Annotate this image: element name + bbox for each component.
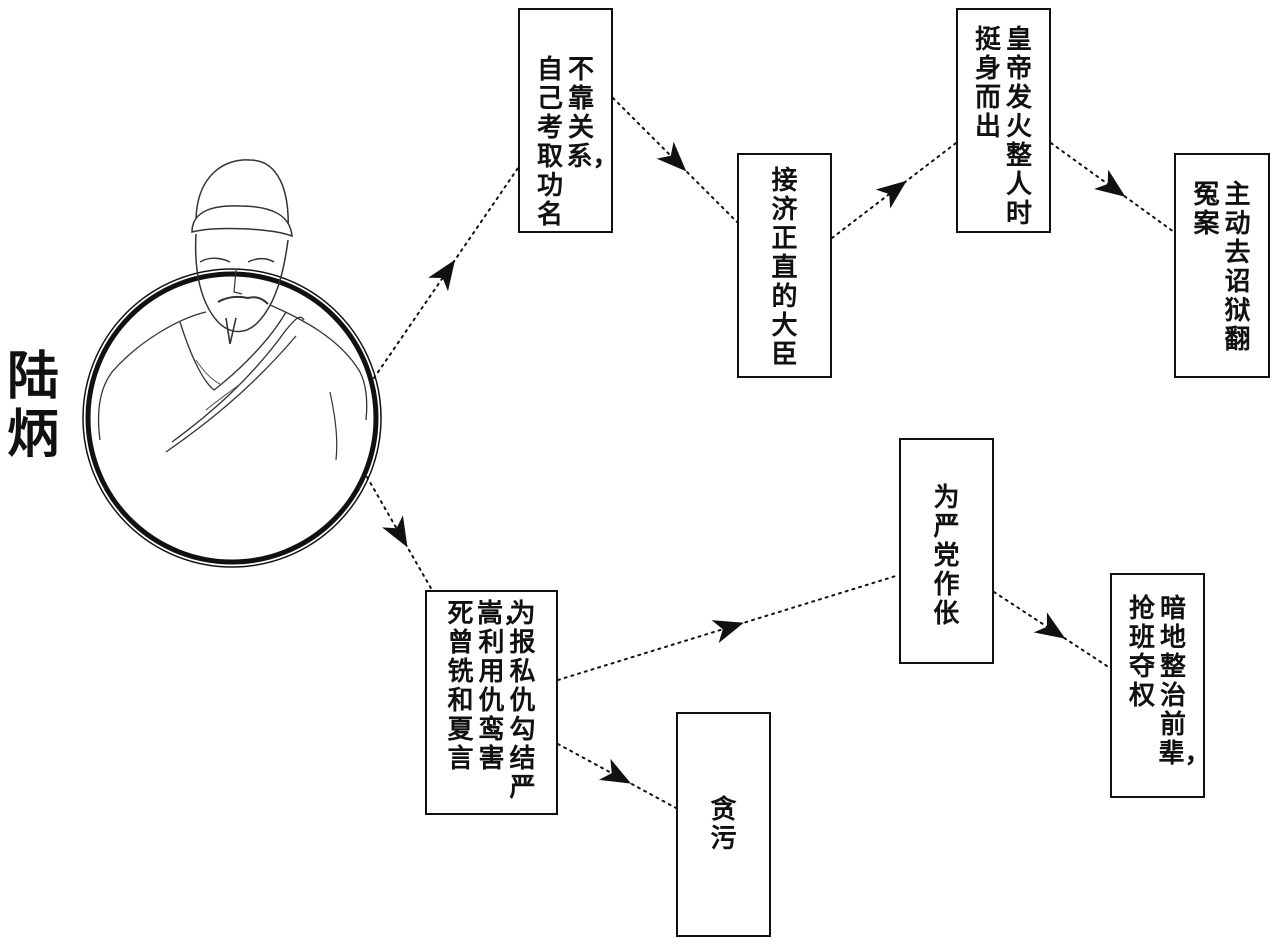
node-text-line: 自己考取功名 <box>536 55 563 230</box>
node-text-line: 为报私仇勾结严 <box>509 599 536 803</box>
arrowhead-n2-n3 <box>875 180 907 209</box>
edge-n1-n2 <box>612 97 738 223</box>
node-n3: 皇帝发火整人时挺身而出 <box>956 8 1051 233</box>
node-text-line: 挺身而出 <box>974 25 1001 142</box>
node-n5: 为报私仇勾结严嵩，利用仇鸾害死曾铣和夏言 <box>425 590 558 815</box>
edge-n5-n8 <box>557 743 677 809</box>
node-text-line: 死曾铣和夏言 <box>447 599 474 774</box>
node-text-line: 接济正直的大臣 <box>771 166 798 370</box>
arrowhead-n5-n8 <box>598 758 632 784</box>
node-text-line: 暗地整治前辈， <box>1158 594 1211 769</box>
edge-n3-n4 <box>1050 142 1175 233</box>
portrait-figure <box>82 159 382 568</box>
node-n1: 不靠关系，自己考取功名 <box>518 8 619 233</box>
arrowhead-n5-n6 <box>711 620 744 644</box>
node-text-line: 贪污 <box>710 795 737 854</box>
node-n8: 贪污 <box>676 712 771 937</box>
arrowhead-n1-n2 <box>656 141 687 172</box>
diagram-title: 陆炳 <box>6 346 59 465</box>
node-n4: 主动去诏狱翻冤案 <box>1174 153 1270 378</box>
node-text-line: 冤案 <box>1193 180 1220 239</box>
node-text-line: 不靠关系， <box>566 55 619 172</box>
node-text-line: 为严党作伥 <box>933 483 960 629</box>
node-n7: 暗地整治前辈，抢班夺权 <box>1110 573 1211 798</box>
node-text-line: 主动去诏狱翻 <box>1224 180 1251 355</box>
arrowhead-n6-n7 <box>1033 612 1066 639</box>
node-n6: 为严党作伥 <box>899 438 994 664</box>
node-n2: 接济正直的大臣 <box>737 153 832 378</box>
arrowhead-portrait-n1 <box>428 259 456 292</box>
node-text-line: 抢班夺权 <box>1128 594 1155 711</box>
arrowhead-portrait-n5 <box>382 515 408 548</box>
arrowhead-n3-n4 <box>1094 169 1126 197</box>
node-text-line: 皇帝发火整人时 <box>1005 25 1032 229</box>
node-text-line: 嵩，利用仇鸾害 <box>477 599 530 774</box>
